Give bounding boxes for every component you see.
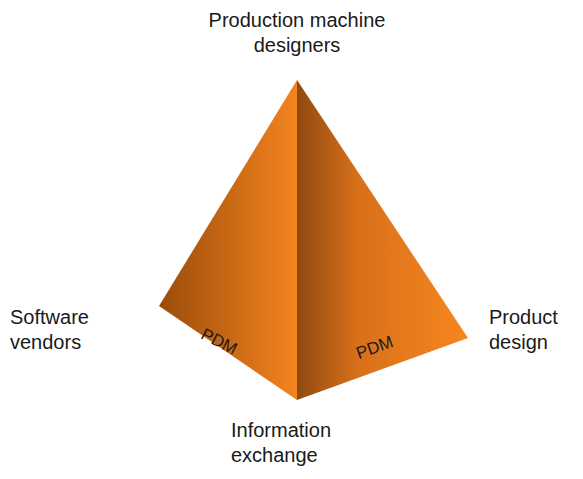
face-polygon bbox=[297, 80, 468, 400]
face-polygon bbox=[159, 80, 297, 400]
pyramid-right-face: PDM bbox=[297, 80, 468, 400]
vertex-label: Production machine designers bbox=[202, 8, 392, 58]
vertex-label: Product design bbox=[489, 305, 579, 355]
pyramid-left-face: PDM bbox=[159, 80, 297, 400]
vertex-label: Software vendors bbox=[10, 305, 110, 355]
vertex-label: Information exchange bbox=[231, 418, 361, 468]
